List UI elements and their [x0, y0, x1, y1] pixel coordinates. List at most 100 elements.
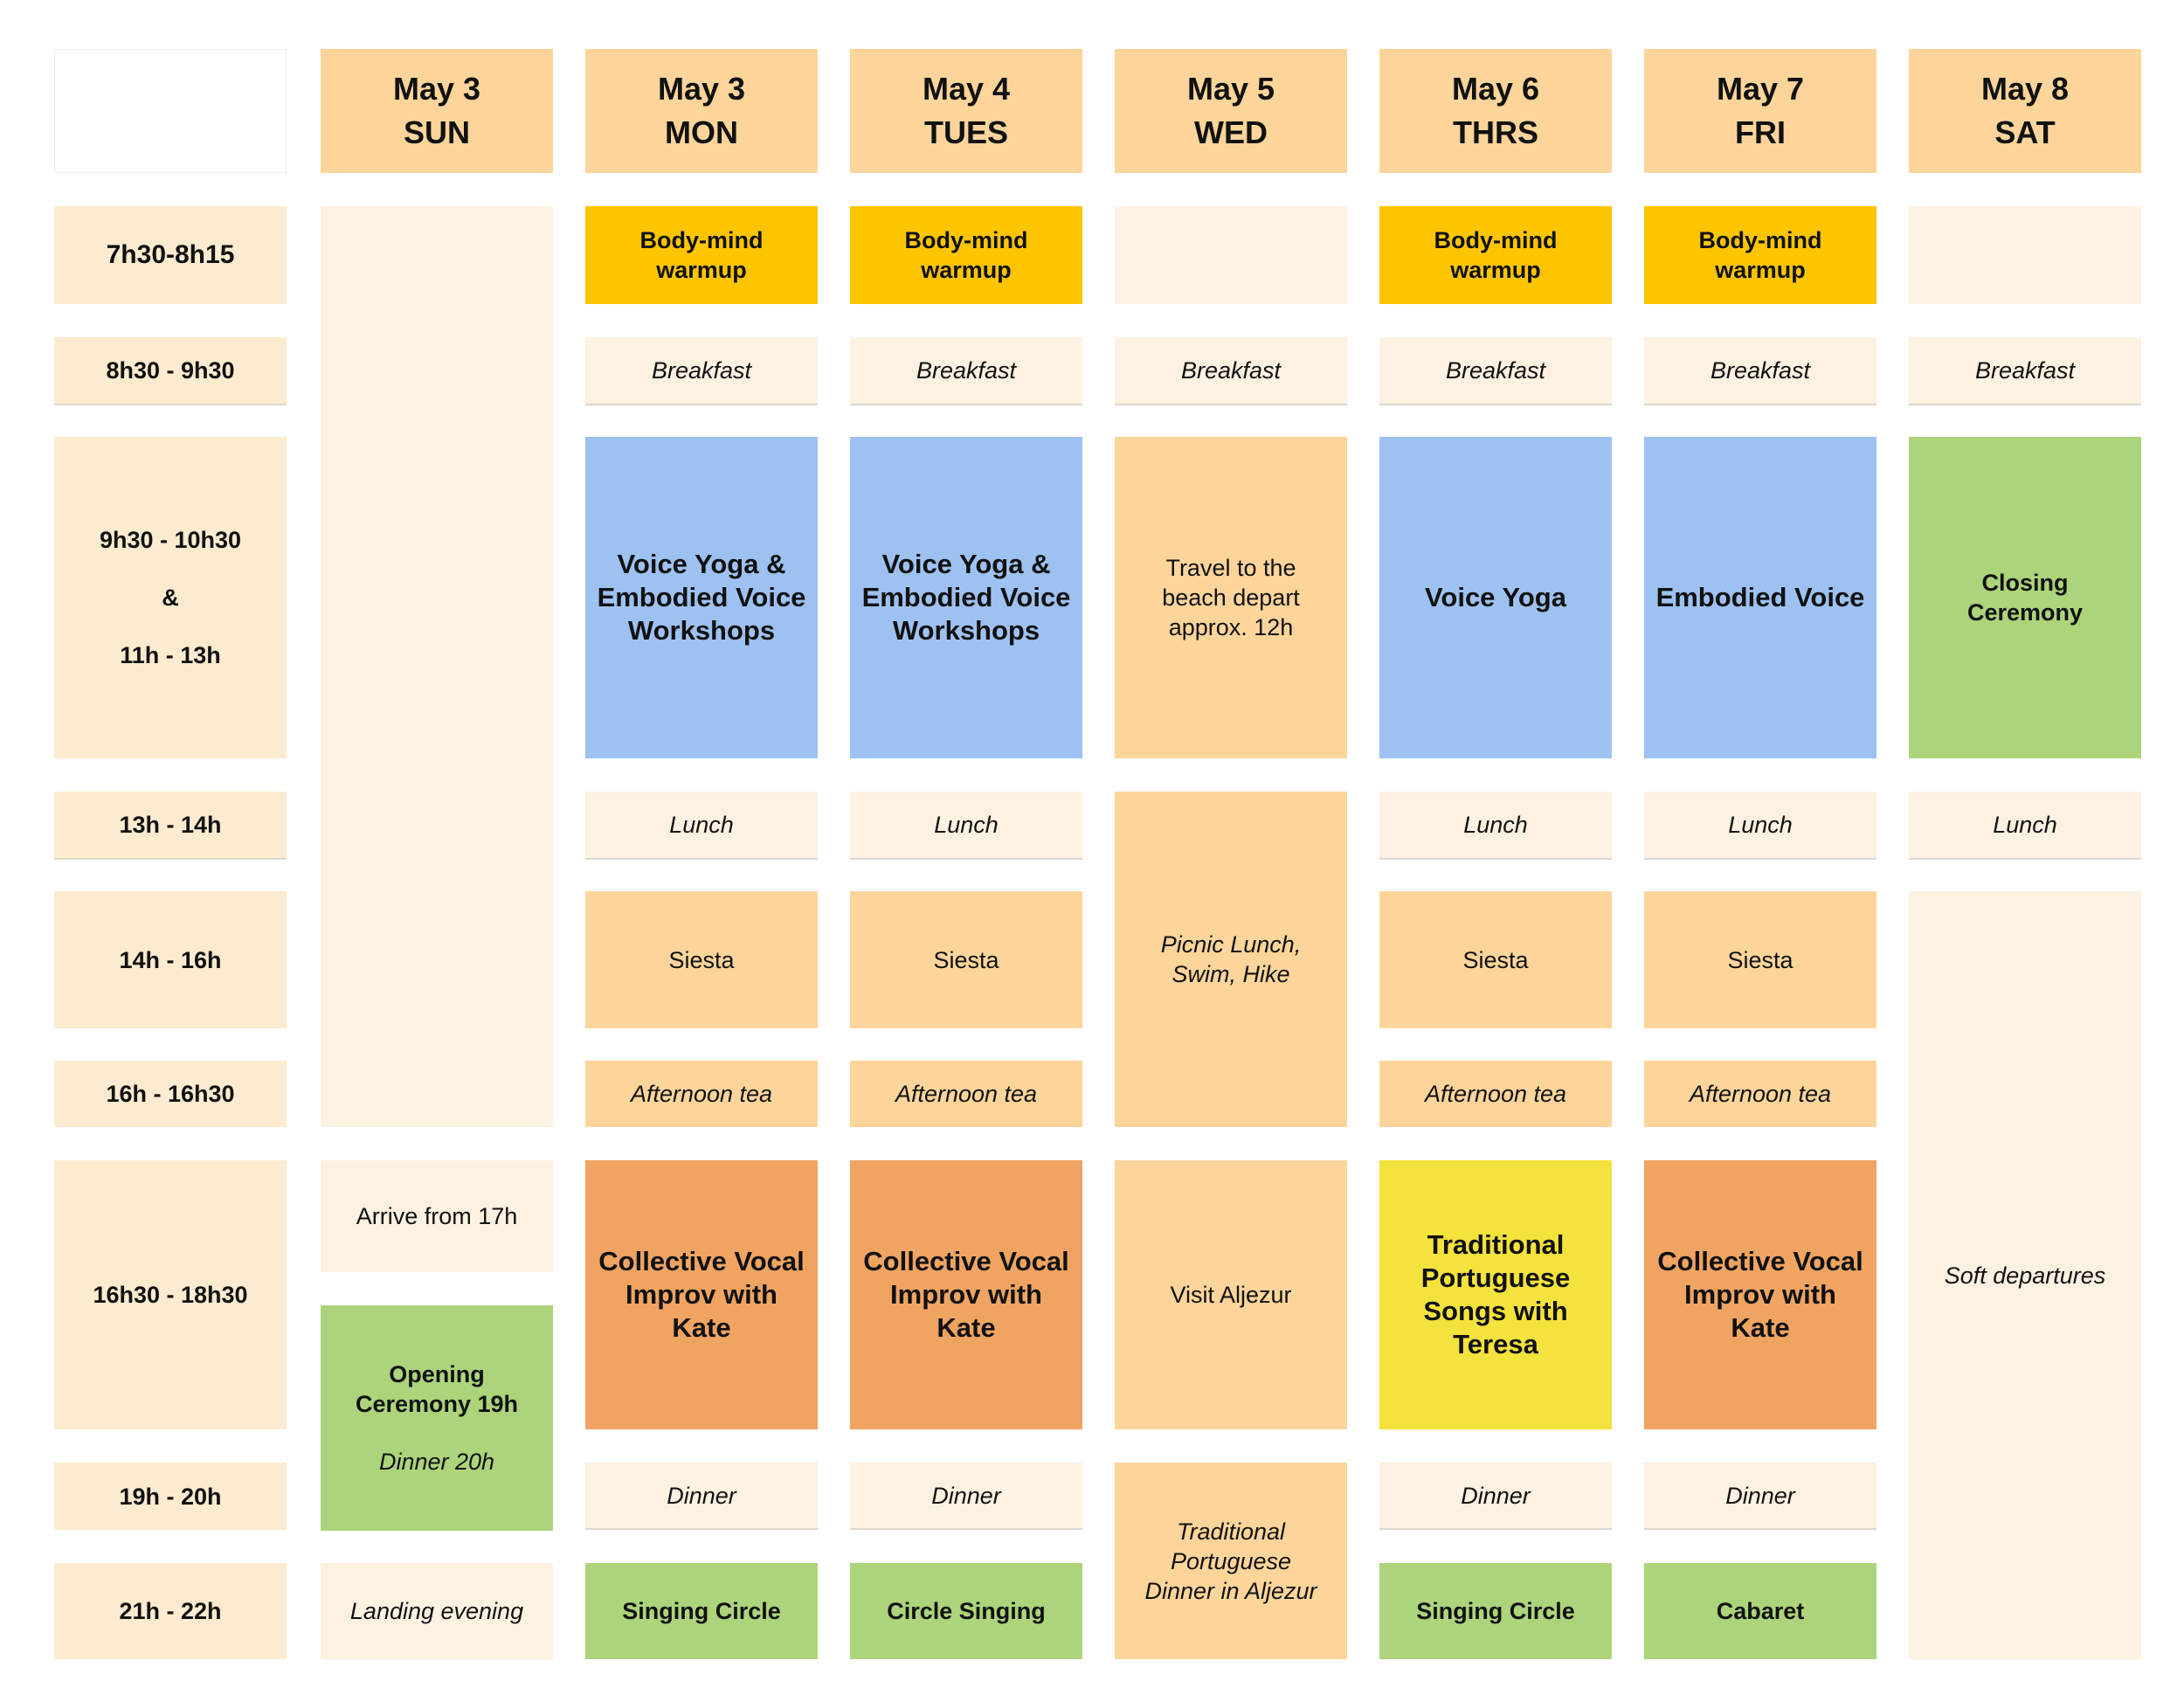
- activity-label: Breakfast: [1710, 357, 1811, 384]
- sun-landing-evening: Landing evening: [321, 1563, 553, 1659]
- activity-label: Body-mind warmup: [904, 227, 1028, 283]
- header-corner-blank: [54, 49, 287, 173]
- activity-label: Singing Circle: [1416, 1598, 1575, 1624]
- activity-label: Afternoon tea: [630, 1081, 773, 1107]
- mon-improv: Collective Vocal Improv with Kate: [585, 1160, 818, 1429]
- time-label: 16h30 - 18h30: [93, 1282, 248, 1308]
- time-label: 14h - 16h: [119, 946, 222, 973]
- activity-label: Afternoon tea: [1424, 1081, 1567, 1107]
- thrs-lunch: Lunch: [1379, 792, 1612, 860]
- header-date: May 5: [1186, 71, 1275, 107]
- fri-breakfast: Breakfast: [1644, 337, 1876, 405]
- time-label: 7h30-8h15: [106, 240, 235, 269]
- mon-warmup: Body-mind warmup: [585, 206, 818, 304]
- activity-label: Traditional Portuguese Songs with Teresa: [1420, 1229, 1571, 1359]
- header-day: THRS: [1453, 114, 1538, 150]
- wed-traditional-dinner: Traditional Portuguese Dinner in Aljezur: [1115, 1463, 1347, 1659]
- tues-breakfast: Breakfast: [850, 337, 1082, 405]
- activity-label: Opening Ceremony 19h: [355, 1361, 519, 1417]
- header-day: WED: [1194, 114, 1268, 150]
- tues-improv: Collective Vocal Improv with Kate: [850, 1160, 1082, 1429]
- fri-lunch: Lunch: [1644, 792, 1876, 860]
- header-day: SAT: [1994, 114, 2056, 150]
- thrs-warmup: Body-mind warmup: [1379, 206, 1612, 304]
- sat-breakfast: Breakfast: [1909, 337, 2141, 405]
- tues-lunch: Lunch: [850, 792, 1082, 860]
- activity-label: Visit Aljezur: [1170, 1282, 1292, 1308]
- sat-empty-morning: [1909, 206, 2141, 304]
- time-label: 19h - 20h: [119, 1483, 222, 1510]
- fri-afternoon-tea: Afternoon tea: [1644, 1061, 1876, 1127]
- activity-label: Collective Vocal Improv with Kate: [1657, 1246, 1863, 1343]
- thrs-dinner: Dinner: [1379, 1463, 1612, 1530]
- time-slot: 13h - 14h: [54, 792, 287, 860]
- activity-label: Singing Circle: [622, 1598, 781, 1624]
- activity-label: Dinner: [1725, 1482, 1795, 1509]
- thrs-voice-yoga: Voice Yoga: [1379, 437, 1612, 758]
- header-tues: May 4 TUES: [850, 49, 1082, 173]
- header-day: TUES: [923, 114, 1008, 150]
- header-day: FRI: [1735, 114, 1786, 150]
- header-date: May 6: [1451, 71, 1540, 107]
- mon-dinner: Dinner: [585, 1463, 818, 1530]
- activity-label: Travel to the beach depart approx. 12h: [1162, 555, 1300, 640]
- header-date: May 8: [1980, 71, 2070, 107]
- mon-workshops: Voice Yoga & Embodied Voice Workshops: [585, 437, 818, 758]
- time-slot: 19h - 20h: [54, 1463, 287, 1530]
- fri-cabaret: Cabaret: [1644, 1563, 1876, 1659]
- activity-label: Breakfast: [1445, 357, 1546, 384]
- header-date: May 7: [1716, 71, 1805, 107]
- activity-label: Siesta: [933, 946, 999, 973]
- activity-label: Closing Ceremony: [1966, 570, 2084, 626]
- tues-siesta: Siesta: [850, 891, 1082, 1028]
- activity-label: Body-mind warmup: [639, 227, 764, 283]
- header-date: May 3: [392, 71, 481, 107]
- activity-label: Breakfast: [651, 357, 752, 384]
- header-date: May 3: [657, 71, 746, 107]
- activity-label: Lunch: [1728, 812, 1793, 838]
- time-slot: 7h30-8h15: [54, 206, 287, 304]
- sun-free-block: [321, 206, 553, 1127]
- time-slot: 16h30 - 18h30: [54, 1160, 287, 1429]
- activity-label: Collective Vocal Improv with Kate: [598, 1246, 805, 1343]
- sat-lunch: Lunch: [1909, 792, 2141, 860]
- activity-label: Dinner: [1461, 1482, 1531, 1509]
- mon-afternoon-tea: Afternoon tea: [585, 1061, 818, 1127]
- activity-label: Voice Yoga & Embodied Voice Workshops: [597, 549, 806, 646]
- mon-singing-circle: Singing Circle: [585, 1563, 818, 1659]
- activity-label: Body-mind warmup: [1698, 227, 1822, 283]
- thrs-traditional-songs: Traditional Portuguese Songs with Teresa: [1379, 1160, 1612, 1429]
- activity-label: Lunch: [934, 812, 999, 838]
- thrs-breakfast: Breakfast: [1379, 337, 1612, 405]
- time-label: 21h - 22h: [119, 1598, 222, 1624]
- tues-afternoon-tea: Afternoon tea: [850, 1061, 1082, 1127]
- activity-label: Soft departures: [1944, 1262, 2106, 1289]
- wed-visit-aljezur: Visit Aljezur: [1115, 1160, 1347, 1429]
- activity-label: Breakfast: [1974, 357, 2076, 384]
- time-label: &: [162, 585, 179, 611]
- activity-label: Landing evening: [349, 1598, 524, 1624]
- activity-label: Body-mind warmup: [1434, 227, 1558, 283]
- time-slot: 16h - 16h30: [54, 1061, 287, 1127]
- activity-label: Traditional Portuguese Dinner in Aljezur: [1144, 1518, 1317, 1604]
- activity-sublabel: Dinner 20h: [378, 1449, 495, 1475]
- activity-label: Breakfast: [916, 357, 1017, 384]
- activity-label: Collective Vocal Improv with Kate: [863, 1246, 1069, 1343]
- header-wed: May 5 WED: [1115, 49, 1347, 173]
- mon-siesta: Siesta: [585, 891, 818, 1028]
- time-label: 8h30 - 9h30: [106, 357, 235, 384]
- fri-dinner: Dinner: [1644, 1463, 1876, 1530]
- sat-closing-ceremony: Closing Ceremony: [1909, 437, 2141, 758]
- tues-warmup: Body-mind warmup: [850, 206, 1082, 304]
- fri-improv: Collective Vocal Improv with Kate: [1644, 1160, 1876, 1429]
- time-label: 11h - 13h: [120, 642, 221, 668]
- header-sat: May 8 SAT: [1909, 49, 2141, 173]
- time-slot: 9h30 - 10h30 & 11h - 13h: [54, 437, 287, 758]
- tues-circle-singing: Circle Singing: [850, 1563, 1082, 1659]
- activity-label: Lunch: [669, 812, 734, 838]
- activity-label: Siesta: [1727, 946, 1794, 973]
- activity-label: Embodied Voice: [1655, 582, 1865, 612]
- wed-empty-morning: [1115, 206, 1347, 304]
- header-date: May 4: [922, 71, 1011, 107]
- time-slot: 14h - 16h: [54, 891, 287, 1028]
